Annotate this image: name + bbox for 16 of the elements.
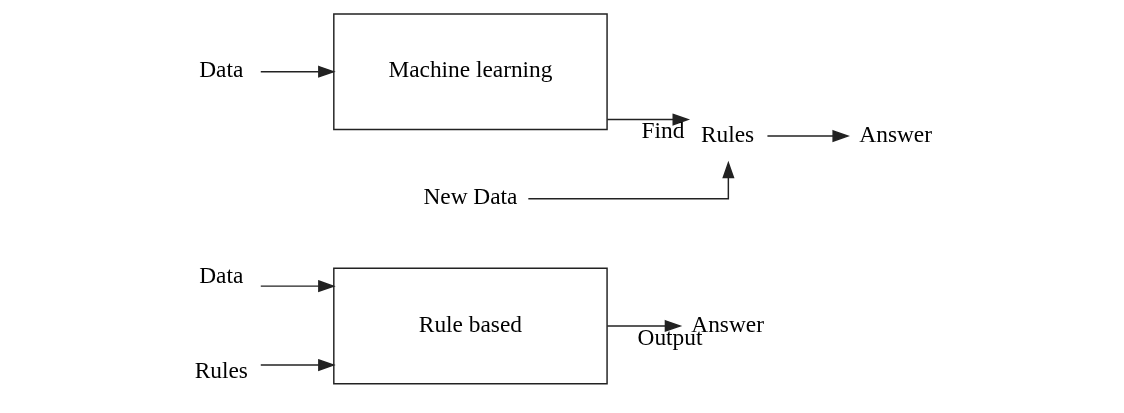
node-text: Rules [700, 120, 754, 147]
edge-label: Find [641, 117, 684, 144]
node-text: Data [198, 56, 243, 83]
arrow [259, 65, 336, 78]
node-text: Rules [194, 357, 248, 384]
arrow [259, 358, 336, 372]
node-box: Machine learning [332, 13, 608, 131]
node-text: New Data [422, 183, 517, 210]
arrow [766, 129, 850, 143]
node-box: Rule based [332, 267, 608, 385]
arrow [606, 319, 682, 333]
node-text: Answer [858, 120, 932, 147]
arrow [606, 113, 690, 126]
arrow [259, 280, 336, 293]
arrow [527, 160, 734, 200]
node-text: Data [198, 262, 243, 289]
